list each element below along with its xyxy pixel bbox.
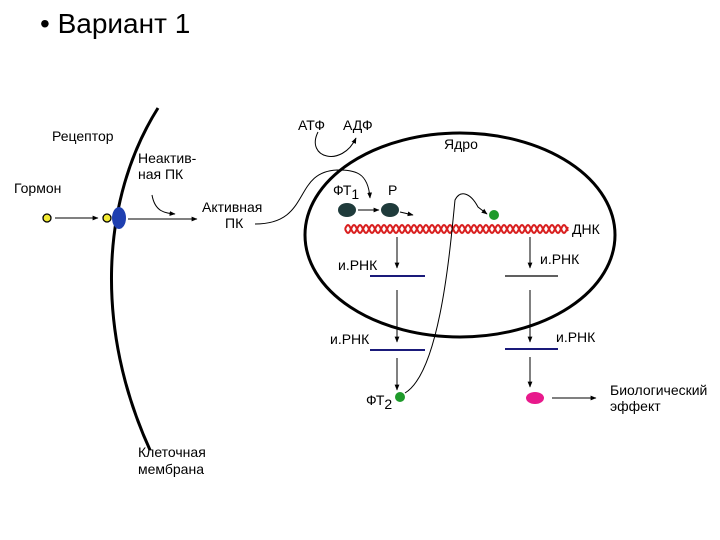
label-mrna-cyto-left: и.РНК	[330, 331, 370, 347]
label-membrane-2: мембрана	[138, 461, 204, 477]
label-inactive-pk-2: ная ПК	[138, 166, 184, 182]
label-hormone: Гормон	[14, 180, 61, 196]
ft2-to-dna-arrow	[404, 193, 488, 394]
ft1-protein	[338, 203, 356, 217]
receptor	[112, 207, 126, 229]
ft2-bound-dna	[489, 210, 499, 220]
label-effect-2: эффект	[610, 398, 661, 414]
ft2-protein	[395, 392, 405, 402]
ft1p-to-dna-arrow	[399, 211, 414, 217]
ft1-phosphorylated	[381, 203, 399, 217]
nucleus-envelope	[303, 131, 617, 339]
label-receptor: Рецептор	[52, 128, 114, 144]
active-pk-to-nucleus-arrow	[254, 169, 372, 225]
inactive-pk-arrow	[151, 194, 176, 216]
label-mrna-cyto-right: и.РНК	[556, 329, 596, 345]
label-membrane-1: Клеточная	[138, 444, 206, 460]
atp-adp-curve	[314, 131, 357, 157]
title-text: Вариант 1	[57, 8, 191, 39]
label-mrna-nucleus-left: и.РНК	[338, 257, 378, 273]
label-mrna-nucleus-right: и.РНК	[540, 251, 580, 267]
slide-title: • Вариант 1	[40, 8, 190, 40]
label-effect-1: Биологический	[610, 382, 707, 398]
effect-protein	[526, 392, 544, 404]
cell-membrane	[110, 107, 160, 451]
bullet: •	[40, 8, 50, 39]
label-nucleus: Ядро	[444, 136, 478, 152]
label-adp: АДФ	[343, 117, 373, 133]
label-active-pk-1: Активная	[202, 199, 262, 215]
label-ft1: ФТ1	[333, 182, 359, 202]
label-atp: АТФ	[298, 117, 325, 133]
dna-helix	[344, 223, 569, 235]
label-active-pk-2: ПК	[225, 215, 244, 231]
bound-hormone	[102, 213, 112, 223]
label-phosphate: P	[388, 182, 397, 198]
label-ft2: ФТ2	[366, 392, 392, 412]
hormone-molecule	[42, 213, 52, 223]
label-dna: ДНК	[572, 221, 601, 237]
label-inactive-pk-1: Неактив-	[138, 150, 197, 166]
